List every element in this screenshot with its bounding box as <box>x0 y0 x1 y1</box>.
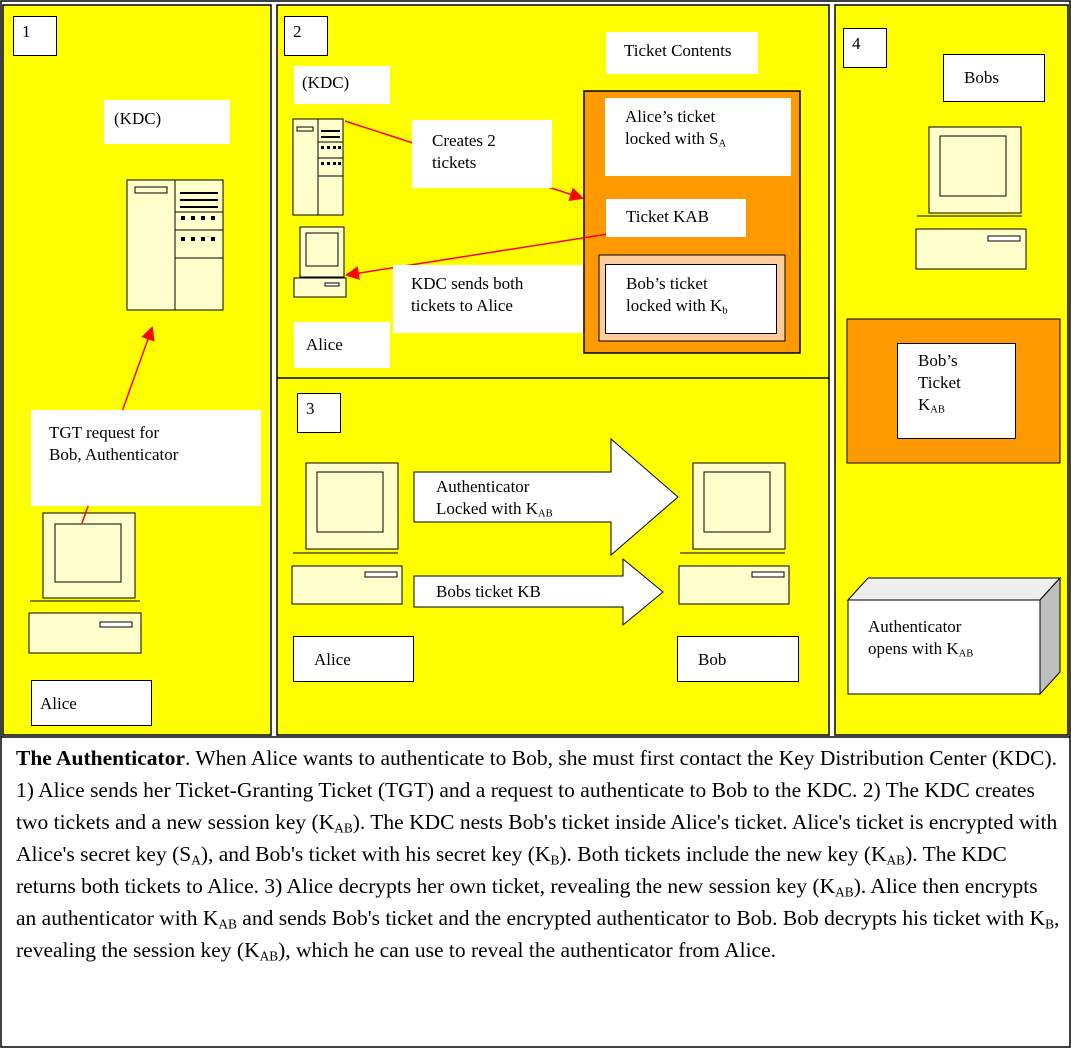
bob-ticket-subscript: b <box>722 305 728 317</box>
bob-label-3: Bob <box>677 636 799 682</box>
alice-label-1: Alice <box>31 680 152 726</box>
authenticator-subscript: AB <box>537 508 553 520</box>
panel-4-number: 4 <box>843 28 887 68</box>
caption-title: The Authenticator <box>16 746 186 770</box>
authenticator-opens-subscript: AB <box>958 648 974 660</box>
caption: The Authenticator. When Alice wants to a… <box>16 746 1060 964</box>
alice-computer-icon-3 <box>291 462 403 605</box>
kdc-server-small-icon <box>292 118 344 216</box>
ticket-kab-label: Ticket KAB <box>606 199 746 237</box>
bobs-ticket-kb-label: Bobs ticket KB <box>436 582 541 601</box>
authenticator-block-arrow <box>413 437 679 557</box>
panel-3-number: 3 <box>297 393 341 433</box>
bob-server-computer-icon <box>915 126 1027 270</box>
alice-label-3: Alice <box>293 636 414 682</box>
authenticator-3d-box <box>846 576 1062 696</box>
kdc-label-2: (KDC) <box>294 66 390 104</box>
panel-1-number: 1 <box>13 16 57 56</box>
ticket-contents-label: Ticket Contents <box>606 32 758 74</box>
alice-computer-icon <box>28 512 142 654</box>
kdc-server-icon <box>126 179 224 311</box>
bobs-label: Bobs <box>943 54 1045 102</box>
alice-ticket-subscript: A <box>718 138 727 150</box>
bobs-ticket-block-arrow <box>413 557 664 627</box>
bob-computer-icon <box>678 462 790 605</box>
alice-label-2: Alice <box>294 322 390 368</box>
bob-ticket-kab-subscript: AB <box>930 404 945 416</box>
panel-2-number: 2 <box>284 16 328 56</box>
kdc-label: (KDC) <box>104 100 230 144</box>
alice-computer-small-icon <box>293 226 347 298</box>
sends-tickets-arrow <box>345 233 609 281</box>
